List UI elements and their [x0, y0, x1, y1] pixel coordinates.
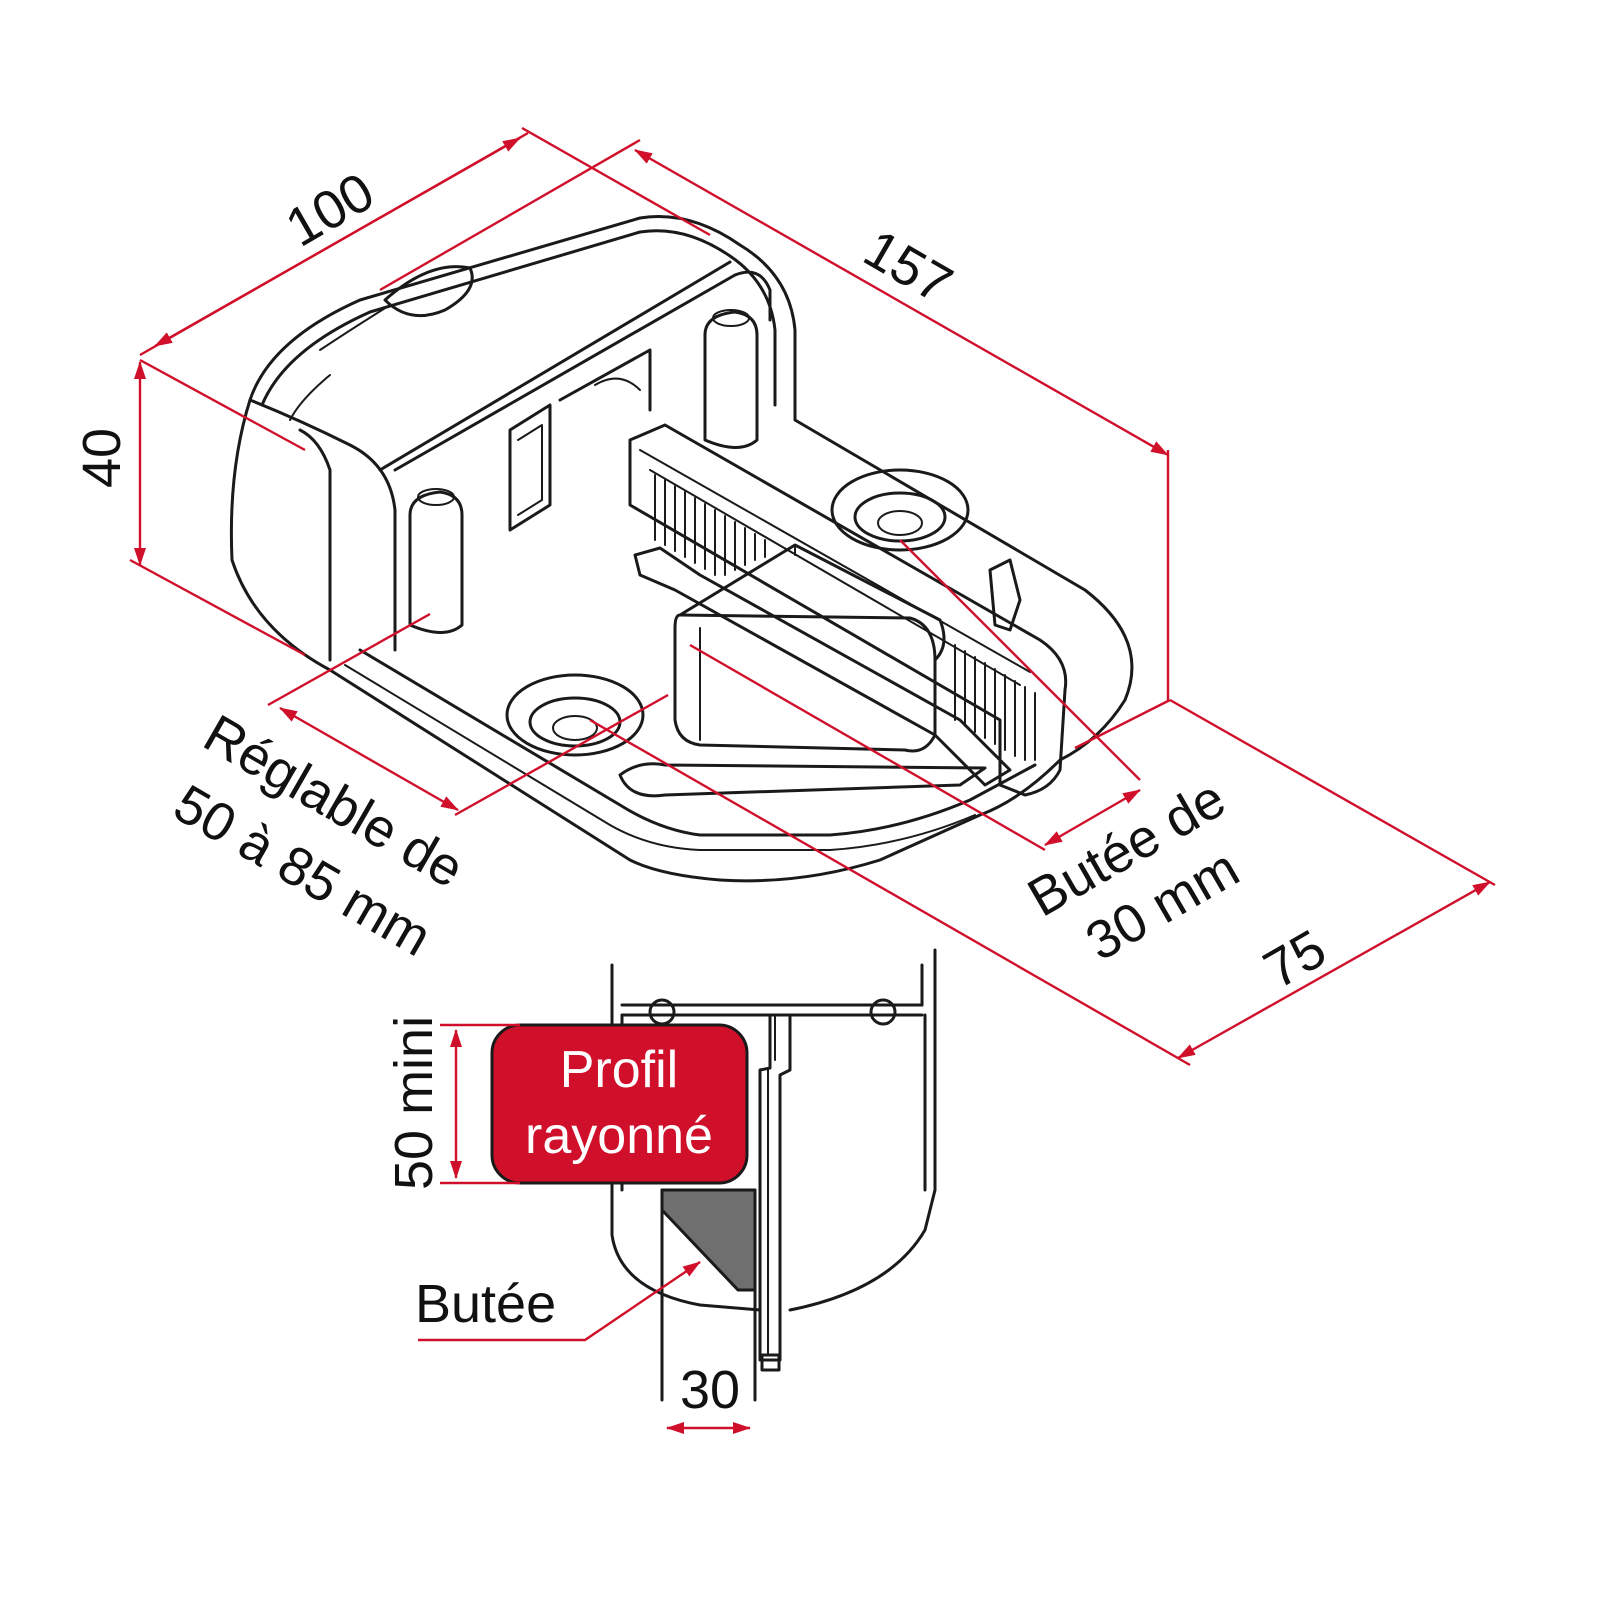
- profile-box: [490, 1023, 749, 1185]
- dim-75: [1177, 880, 1491, 1060]
- rail-teeth-upper: [654, 474, 766, 576]
- profile-line1: Profil: [560, 1041, 678, 1099]
- dim-157: [634, 148, 1169, 457]
- top-slot: [383, 265, 474, 318]
- base-plate: [358, 648, 1037, 837]
- housing-front-face: [248, 398, 397, 652]
- section-post: [758, 1013, 792, 1362]
- dim-100: [154, 136, 521, 348]
- label-75: 75: [1254, 918, 1336, 1000]
- section-outer-profile: [610, 963, 762, 1312]
- sliding-rail: [628, 423, 1068, 797]
- label-40: 40: [72, 428, 132, 488]
- stop-bracket-isometric: [229, 215, 1134, 883]
- rail-teeth-lower: [954, 644, 1036, 761]
- pillar-left: [408, 490, 464, 634]
- label-157: 157: [854, 218, 962, 315]
- housing-top-edge: [393, 270, 772, 472]
- stop-block: [673, 543, 946, 753]
- dim-stop: [1044, 788, 1141, 847]
- housing-front-face-inner: [298, 428, 332, 662]
- brace: [618, 762, 987, 798]
- profile-line2: rayonné: [525, 1107, 713, 1165]
- label-stop: Butée: [415, 1274, 556, 1334]
- section-stop-block: [660, 1188, 757, 1292]
- dim-adjustable: [279, 706, 459, 812]
- rail-arm: [633, 546, 1012, 787]
- stop-leader: [418, 1261, 701, 1342]
- label-30: 30: [680, 1360, 740, 1420]
- section-dimensions: [418, 1023, 751, 1434]
- housing-top-rim: [260, 229, 777, 407]
- dimension-lines: [129, 126, 1496, 1067]
- label-100: 100: [276, 161, 384, 258]
- label-50-mini: 50 mini: [384, 1016, 444, 1190]
- housing-outline: [229, 215, 1134, 883]
- cavity-wall: [508, 403, 552, 532]
- pillar-right: [703, 310, 759, 449]
- screw-hole-front: [505, 673, 645, 757]
